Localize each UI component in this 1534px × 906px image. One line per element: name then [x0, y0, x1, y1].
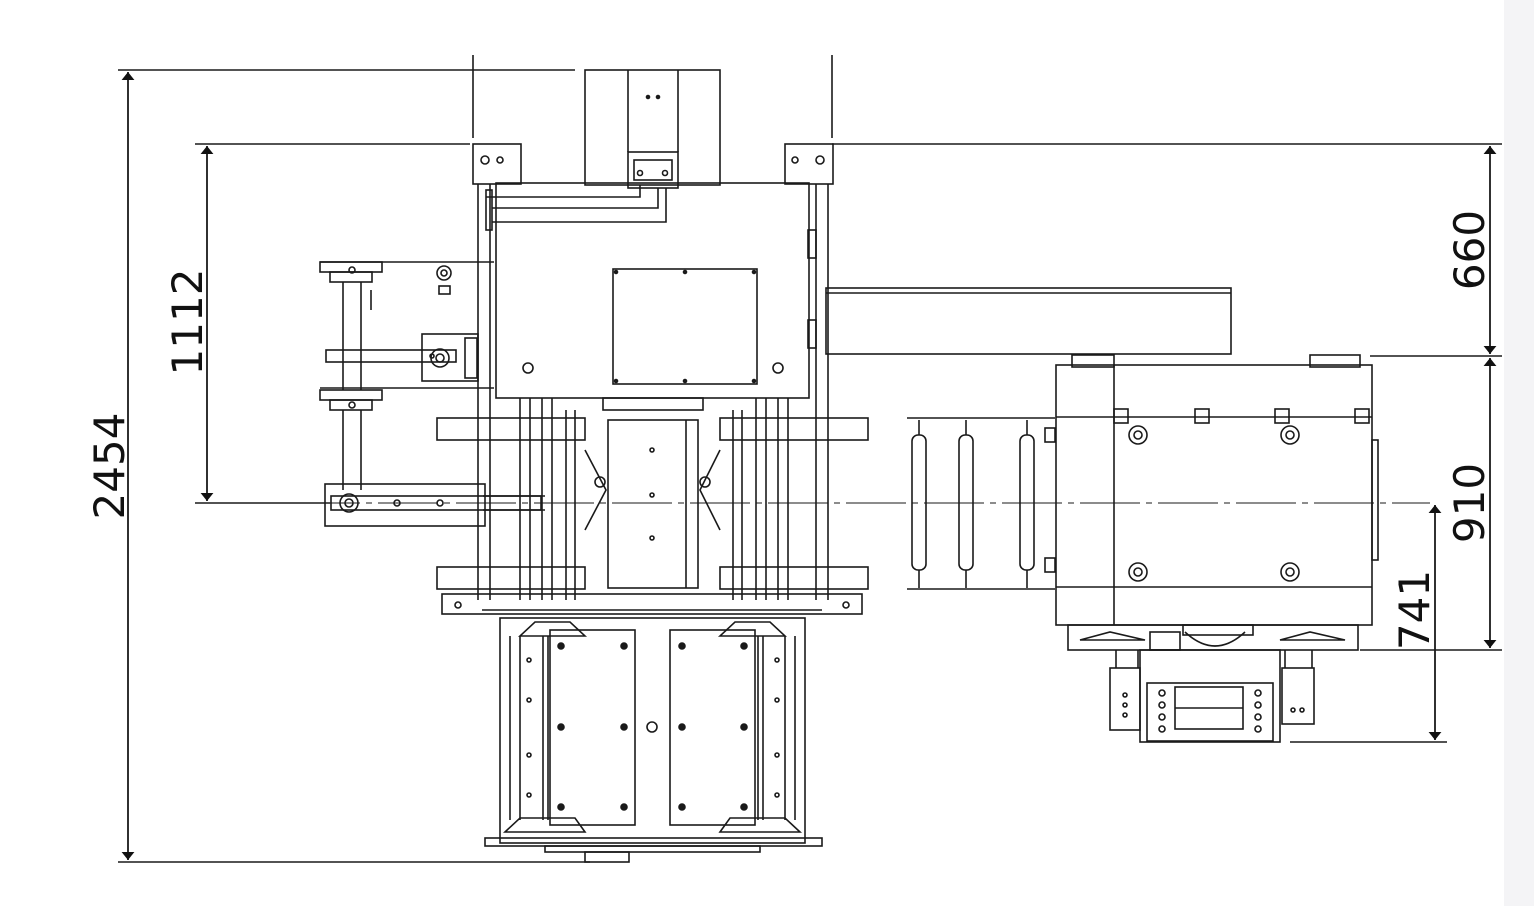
control-panel [1109, 649, 1315, 743]
roller-conveyor [907, 417, 1056, 590]
dimension-910: 910 [1360, 358, 1502, 651]
left-arm-assembly [319, 261, 545, 527]
dimension-2454: 2454 [85, 69, 590, 863]
upper-conveyor [807, 229, 1232, 355]
dimension-2454-label: 2454 [85, 413, 134, 520]
dimension-741-label: 741 [1390, 570, 1439, 650]
dimension-910-label: 910 [1445, 463, 1494, 543]
main-upper-box [485, 182, 810, 411]
dimension-1112-label: 1112 [163, 269, 212, 376]
right-unit [1055, 354, 1379, 651]
main-frame [472, 143, 834, 600]
scrollbar[interactable] [1504, 0, 1534, 906]
dimension-660: 660 [832, 143, 1502, 357]
central-mechanism [436, 398, 869, 615]
dimension-1112: 1112 [163, 143, 470, 504]
lower-discharge [484, 617, 823, 863]
dimension-741: 741 [1290, 505, 1447, 743]
dimension-660-label: 660 [1445, 210, 1494, 290]
top-feed-chute [472, 55, 833, 189]
